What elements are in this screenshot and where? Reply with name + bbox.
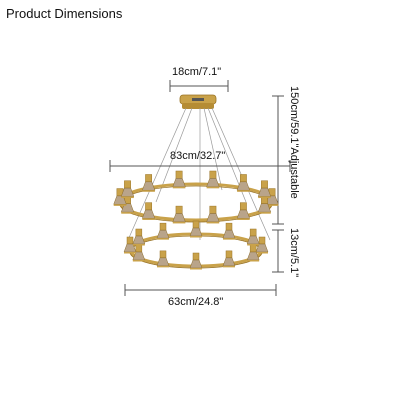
lamp-shade <box>141 174 156 192</box>
lamp-shade <box>189 252 203 270</box>
lamp-shade <box>255 236 269 254</box>
top-ring-lamps <box>113 170 279 224</box>
lamp-shade <box>222 222 236 240</box>
lamp-shade <box>156 250 170 268</box>
lamp-shade <box>236 202 251 220</box>
lamp-shade <box>246 228 260 246</box>
total-height-marker <box>272 95 284 225</box>
lamp-shade <box>222 250 236 268</box>
canopy-width-marker <box>169 80 229 92</box>
canopy-width-label: 18cm/7.1" <box>172 66 222 78</box>
lamp-shade <box>132 244 146 262</box>
lamp-shade <box>141 202 156 220</box>
bottom-ring-lamps <box>123 220 269 270</box>
suspension-wires <box>127 107 271 241</box>
top-ring-width-label: 83cm/32.7" <box>170 150 226 162</box>
lamp-shade <box>120 180 135 199</box>
bottom-ring-width-label: 63cm/24.8" <box>168 296 224 308</box>
lamp-shade <box>172 205 186 224</box>
lamp-shade <box>257 180 272 199</box>
top-ring-width-marker <box>109 160 291 172</box>
lamp-shade <box>206 205 220 224</box>
lamp-shade <box>236 174 251 192</box>
lamp-shade <box>189 220 203 238</box>
lamp-shade <box>172 170 186 189</box>
bottom-ring-width-marker <box>124 284 277 296</box>
page-title: Product Dimensions <box>6 6 123 21</box>
ring-gap-marker <box>272 229 284 273</box>
lamp-shade <box>123 236 137 254</box>
ring-gap-label: 13cm/5.1" <box>288 228 300 278</box>
total-height-label: 150cm/59.1"Adjustable <box>288 86 300 199</box>
lamp-shade <box>257 196 272 214</box>
lamp-shade <box>156 222 170 240</box>
lamp-shade <box>206 170 220 189</box>
canopy <box>179 94 217 109</box>
lamp-shade <box>132 228 146 246</box>
